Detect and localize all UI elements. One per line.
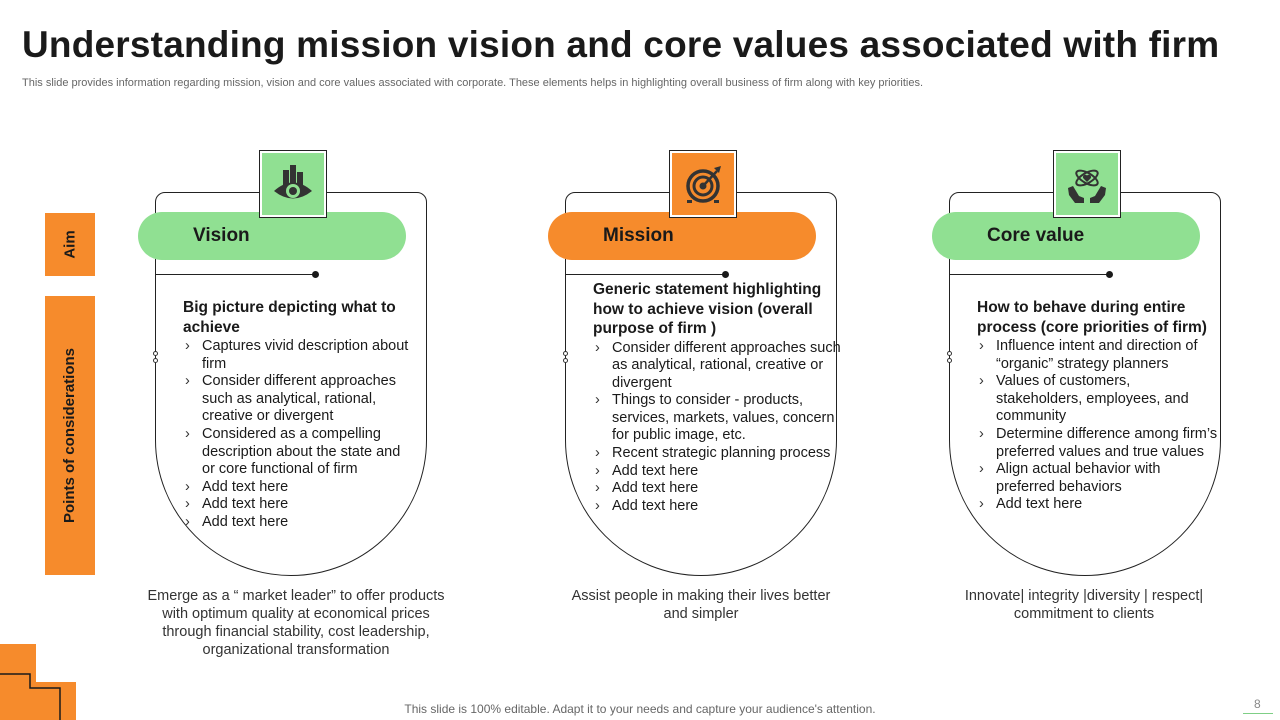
aim-side-label: Aim: [45, 213, 95, 276]
list-item: Add text here: [593, 480, 843, 498]
list-item: Considered as a compelling description a…: [183, 426, 413, 479]
mission-pill-label: Mission: [603, 225, 674, 246]
mission-statement: Assist people in making their lives bett…: [571, 588, 831, 622]
list-item: Things to consider - products, services,…: [593, 392, 843, 445]
slide-subtitle: This slide provides information regardin…: [22, 77, 924, 89]
core-value-icon-box: [1053, 150, 1121, 218]
mission-icon-box: [669, 150, 737, 218]
core-value-pill-label: Core value: [987, 225, 1085, 246]
core-value-side-dots: [947, 351, 952, 365]
list-item: Add text here: [593, 498, 843, 516]
vision-heading: Big picture depicting what to achieve: [183, 299, 396, 336]
list-item: Add text here: [183, 496, 413, 514]
vision-content: Big picture depicting what to achieve Ca…: [183, 298, 413, 532]
list-item: Captures vivid description about firm: [183, 338, 413, 373]
slide-title: Understanding mission vision and core va…: [22, 24, 1220, 65]
list-item: Recent strategic planning process: [593, 445, 843, 463]
list-item: Align actual behavior with preferred beh…: [977, 461, 1219, 496]
mission-pill: Mission: [548, 212, 816, 260]
list-item: Add text here: [183, 514, 413, 532]
core-value-statement: Innovate| integrity |diversity | respect…: [964, 588, 1204, 622]
page-number-underline: [1243, 713, 1273, 714]
list-item: Consider different approaches such as an…: [183, 373, 413, 426]
list-item: Add text here: [183, 479, 413, 497]
vision-icon-box: [259, 150, 327, 218]
mission-connector-dot: [722, 271, 729, 278]
vision-statement: Emerge as a “ market leader” to offer pr…: [147, 588, 445, 658]
mission-bullet-list: Consider different approaches such as an…: [593, 340, 843, 516]
core-value-bullet-list: Influence intent and direction of “organ…: [977, 338, 1219, 514]
vision-pill-label: Vision: [193, 225, 250, 246]
vision-bullet-list: Captures vivid description about firm Co…: [183, 338, 413, 532]
vision-connector: [155, 260, 315, 275]
vision-eye-buildings-icon: [262, 153, 324, 215]
points-side-label: Points of considerations: [45, 296, 95, 575]
footer-note: This slide is 100% editable. Adapt it to…: [404, 702, 876, 716]
vision-connector-dot: [312, 271, 319, 278]
core-value-heading: How to behave during entire process (cor…: [977, 299, 1207, 336]
list-item: Influence intent and direction of “organ…: [977, 338, 1219, 373]
vision-side-dots: [153, 351, 158, 365]
list-item: Consider different approaches such as an…: [593, 340, 843, 393]
core-value-content: How to behave during entire process (cor…: [977, 298, 1219, 514]
list-item: Add text here: [977, 496, 1219, 514]
list-item: Determine difference among firm’s prefer…: [977, 426, 1219, 461]
list-item: Values of customers, stakeholders, emplo…: [977, 373, 1219, 426]
mission-content: Generic statement highlighting how to ac…: [593, 280, 843, 515]
points-label-text: Points of considerations: [61, 347, 79, 524]
mission-heading: Generic statement highlighting how to ac…: [593, 281, 822, 337]
corner-decoration: [0, 644, 76, 720]
core-value-connector: [949, 260, 1109, 275]
core-value-pill: Core value: [932, 212, 1200, 260]
vision-pill: Vision: [138, 212, 406, 260]
target-arrow-icon: [672, 153, 734, 215]
hands-atom-heart-icon: [1056, 153, 1118, 215]
mission-side-dots: [563, 351, 568, 365]
page-number: 8: [1254, 697, 1261, 711]
mission-connector: [565, 260, 725, 275]
aim-label-text: Aim: [61, 230, 79, 259]
core-value-connector-dot: [1106, 271, 1113, 278]
list-item: Add text here: [593, 463, 843, 481]
